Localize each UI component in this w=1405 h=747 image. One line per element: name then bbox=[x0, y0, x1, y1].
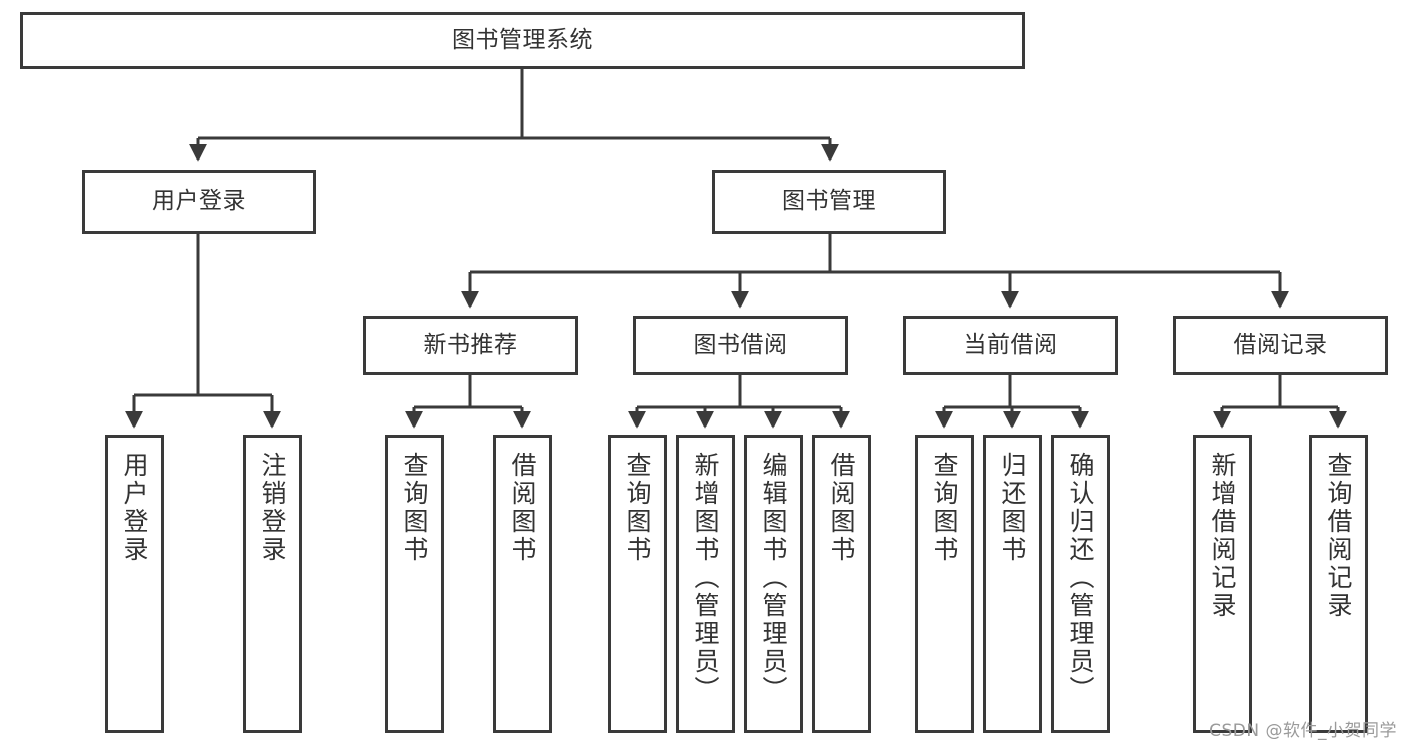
node-label: 新书推荐 bbox=[423, 331, 518, 358]
node-borrow-record[interactable]: 借阅记录 bbox=[1173, 316, 1388, 375]
node-book-borrow[interactable]: 图书借阅 bbox=[633, 316, 848, 375]
node-label: 图书管理 bbox=[782, 188, 876, 215]
node-book-management[interactable]: 图书管理 bbox=[712, 170, 946, 234]
node-label: 借阅图书 bbox=[827, 452, 856, 564]
node-label: 用户登录 bbox=[152, 188, 246, 215]
node-label: 确认归还（管理员） bbox=[1066, 452, 1095, 704]
node-new-book-recommend[interactable]: 新书推荐 bbox=[363, 316, 578, 375]
leaf-current-query-book[interactable]: 查询图书 bbox=[915, 435, 974, 733]
leaf-record-query-record[interactable]: 查询借阅记录 bbox=[1309, 435, 1368, 733]
leaf-new-book-query[interactable]: 查询图书 bbox=[385, 435, 444, 733]
node-label: 归还图书 bbox=[998, 452, 1027, 564]
node-label: 查询图书 bbox=[623, 452, 652, 564]
leaf-current-confirm-return[interactable]: 确认归还（管理员） bbox=[1051, 435, 1110, 733]
node-label: 借阅记录 bbox=[1233, 331, 1328, 358]
node-label: 查询借阅记录 bbox=[1324, 452, 1353, 620]
node-user-login[interactable]: 用户登录 bbox=[82, 170, 316, 234]
leaf-borrow-borrow-book[interactable]: 借阅图书 bbox=[812, 435, 871, 733]
leaf-new-book-borrow[interactable]: 借阅图书 bbox=[493, 435, 552, 733]
node-label: 查询图书 bbox=[400, 452, 429, 564]
node-label: 当前借阅 bbox=[963, 331, 1058, 358]
node-label: 用户登录 bbox=[120, 452, 149, 564]
node-label: 借阅图书 bbox=[508, 452, 537, 564]
node-current-borrow[interactable]: 当前借阅 bbox=[903, 316, 1118, 375]
leaf-current-return-book[interactable]: 归还图书 bbox=[983, 435, 1042, 733]
node-label: 图书管理系统 bbox=[452, 26, 593, 53]
leaf-borrow-query-book[interactable]: 查询图书 bbox=[608, 435, 667, 733]
leaf-user-login-login[interactable]: 用户登录 bbox=[105, 435, 164, 733]
node-root-system[interactable]: 图书管理系统 bbox=[20, 12, 1025, 69]
node-label: 编辑图书（管理员） bbox=[759, 452, 788, 704]
leaf-record-add-record[interactable]: 新增借阅记录 bbox=[1193, 435, 1252, 733]
node-label: 图书借阅 bbox=[693, 331, 788, 358]
leaf-borrow-edit-book[interactable]: 编辑图书（管理员） bbox=[744, 435, 803, 733]
watermark: CSDN @软件_小贺同学 bbox=[1209, 721, 1397, 741]
leaf-borrow-add-book[interactable]: 新增图书（管理员） bbox=[676, 435, 735, 733]
node-label: 注销登录 bbox=[258, 452, 287, 564]
node-label: 查询图书 bbox=[930, 452, 959, 564]
leaf-user-login-logout[interactable]: 注销登录 bbox=[243, 435, 302, 733]
node-label: 新增图书（管理员） bbox=[691, 452, 720, 704]
node-label: 新增借阅记录 bbox=[1208, 452, 1237, 620]
